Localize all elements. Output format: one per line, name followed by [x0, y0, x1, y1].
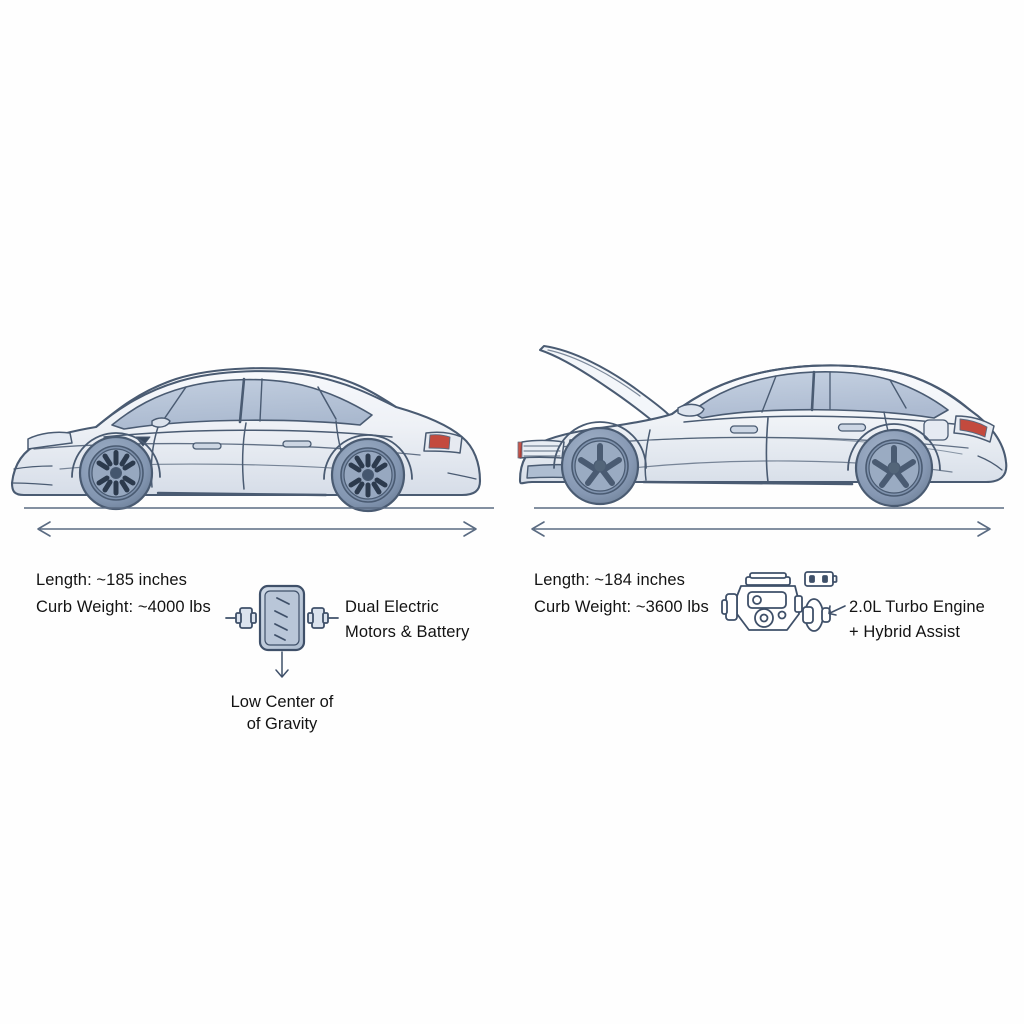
left-spec-curb-weight: Curb Weight: ~4000 lbs [36, 598, 211, 616]
hybrid-sedan-illustration [512, 330, 1024, 525]
left-vehicle-panel: Length: ~185 inches Curb Weight: ~4000 l… [0, 345, 512, 733]
length-dimension-arrow [526, 520, 996, 538]
electric-sedan-illustration [0, 345, 512, 520]
ground-line [24, 505, 494, 511]
left-powertrain-callout-line2: Motors & Battery [345, 623, 470, 641]
combustion-engine-with-battery-icon [717, 568, 847, 640]
right-powertrain-callout-line2: + Hybrid Assist [849, 623, 961, 641]
right-vehicle-panel: Length: ~184 inches Curb Weight: ~3600 l… [512, 0, 1024, 1024]
ground-line [534, 505, 1004, 511]
left-spec-length: Length: ~185 inches [36, 571, 187, 589]
right-spec-curb-weight: Curb Weight: ~3600 lbs [534, 598, 709, 616]
battery-with-dual-motors-icon [222, 578, 342, 678]
left-powertrain-callout-line1: Dual Electric [345, 598, 439, 616]
center-of-gravity-line1: Low Center of [230, 693, 334, 711]
length-dimension-arrow [32, 520, 482, 538]
center-of-gravity-line2: of Gravity [246, 715, 318, 733]
right-spec-length: Length: ~184 inches [534, 571, 685, 589]
right-powertrain-callout-line1: 2.0L Turbo Engine [849, 598, 985, 616]
